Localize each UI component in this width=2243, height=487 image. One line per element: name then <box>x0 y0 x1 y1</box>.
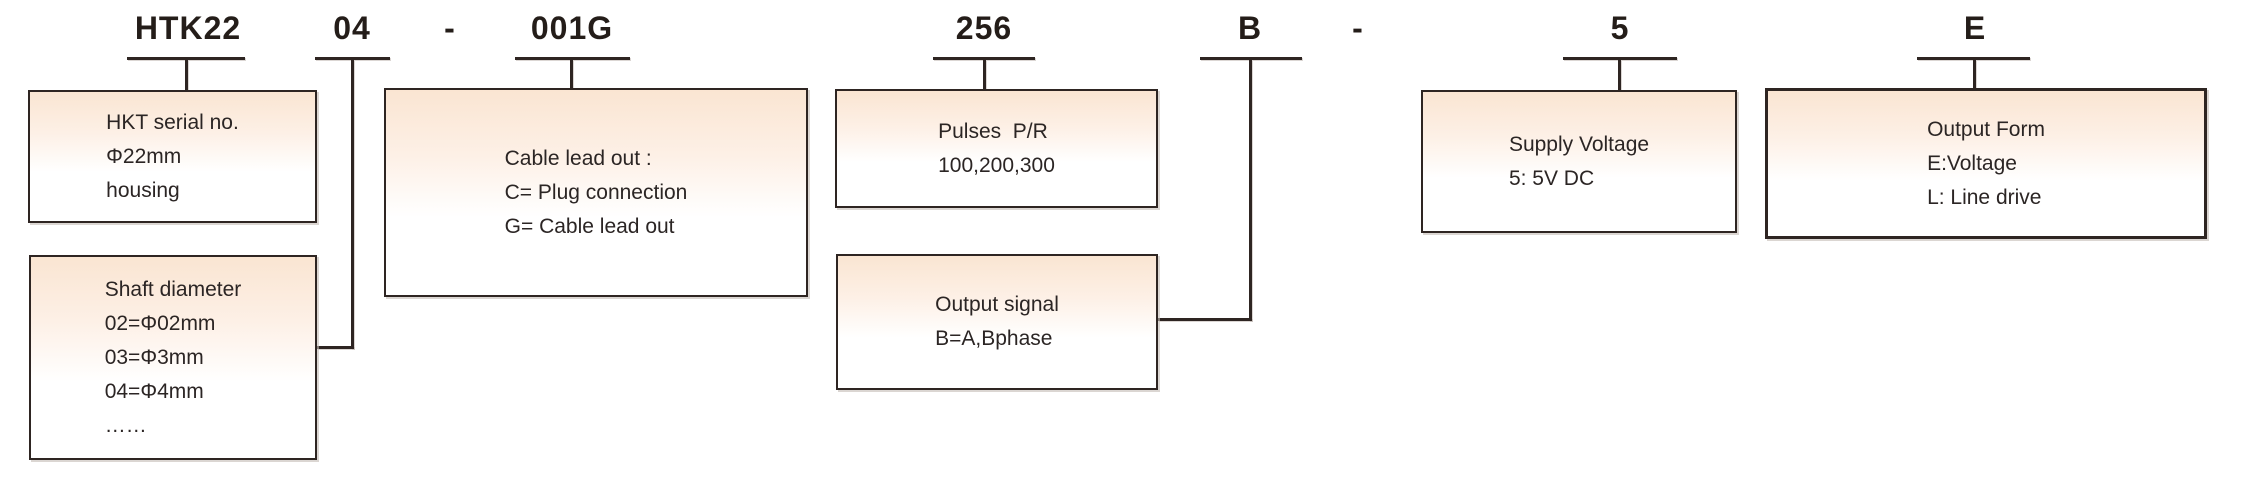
box-pulses-text: Pulses P/R 100,200,300 <box>938 115 1055 183</box>
connector-pulses <box>983 60 986 89</box>
connector-cable <box>570 60 573 88</box>
code-part-signal: B <box>1237 10 1263 46</box>
tick-output-form <box>1917 57 2030 60</box>
box-line: Output Form <box>1927 117 2045 141</box>
box-pulses: Pulses P/R 100,200,300 <box>835 89 1158 208</box>
box-line: HKT serial no. <box>106 110 239 134</box>
tick-signal <box>1200 57 1302 60</box>
box-shaft-diameter: Shaft diameter 02=Φ02mm 03=Φ3mm 04=Φ4mm … <box>29 255 317 460</box>
code-part-pulses: 256 <box>955 10 1013 46</box>
box-output-signal: Output signal B=A,Bphase <box>836 254 1158 390</box>
code-part-series: HTK22 <box>134 10 242 46</box>
code-part-output-form: E <box>1963 10 1987 46</box>
box-line: housing <box>106 178 180 202</box>
box-line: Φ22mm <box>106 144 182 168</box>
box-supply-voltage-text: Supply Voltage 5: 5V DC <box>1509 128 1649 196</box>
box-line: 100,200,300 <box>938 153 1055 177</box>
code-part-shaft: 04 <box>333 10 371 46</box>
tick-cable <box>515 57 630 60</box>
box-cable-lead-out: Cable lead out : C= Plug connection G= C… <box>384 88 808 297</box>
tick-series <box>127 57 245 60</box>
tick-pulses <box>933 57 1035 60</box>
box-line: 02=Φ02mm <box>104 311 216 335</box>
box-output-form-text: Output Form E:Voltage L: Line drive <box>1927 113 2045 215</box>
box-line: Supply Voltage <box>1508 132 1650 156</box>
box-line: 5: 5V DC <box>1508 166 1595 190</box>
code-part-cable: 001G <box>530 10 614 46</box>
code-part-voltage: 5 <box>1610 10 1630 46</box>
box-line: 03=Φ3mm <box>104 345 204 369</box>
connector-signal-horizontal <box>1158 318 1252 321</box>
box-line: 04=Φ4mm <box>104 379 204 403</box>
tick-voltage <box>1563 57 1677 60</box>
box-line: L: Line drive <box>1927 185 2042 209</box>
box-output-form: Output Form E:Voltage L: Line drive <box>1765 88 2207 239</box>
box-hkt-serial: HKT serial no. Φ22mm housing <box>28 90 317 223</box>
box-line: B=A,Bphase <box>935 327 1053 350</box>
connector-voltage <box>1618 60 1621 90</box>
connector-shaft-horizontal <box>317 346 354 349</box>
box-supply-voltage: Supply Voltage 5: 5V DC <box>1421 90 1737 233</box>
box-hkt-serial-text: HKT serial no. Φ22mm housing <box>106 106 239 208</box>
box-line: Pulses P/R <box>938 119 1048 143</box>
code-separator-2: - <box>1352 10 1364 46</box>
box-line: Shaft diameter <box>104 277 242 301</box>
connector-shaft-vertical <box>351 60 354 349</box>
tick-shaft <box>315 57 390 60</box>
code-separator-1: - <box>444 10 456 46</box>
connector-output-form <box>1973 60 1976 88</box>
box-cable-lead-out-text: Cable lead out : C= Plug connection G= C… <box>505 142 688 244</box>
box-output-signal-text: Output signal B=A,Bphase <box>935 288 1059 356</box>
connector-signal-vertical <box>1249 60 1252 321</box>
box-line: E:Voltage <box>1927 151 2017 175</box>
box-line: Cable lead out : <box>504 146 652 170</box>
box-line: Output signal <box>935 293 1059 316</box>
connector-series <box>185 60 188 90</box>
box-line: G= Cable lead out <box>504 214 675 238</box>
box-line: …… <box>104 413 147 437</box>
box-shaft-diameter-text: Shaft diameter 02=Φ02mm 03=Φ3mm 04=Φ4mm … <box>105 273 242 443</box>
box-line: C= Plug connection <box>504 180 688 204</box>
